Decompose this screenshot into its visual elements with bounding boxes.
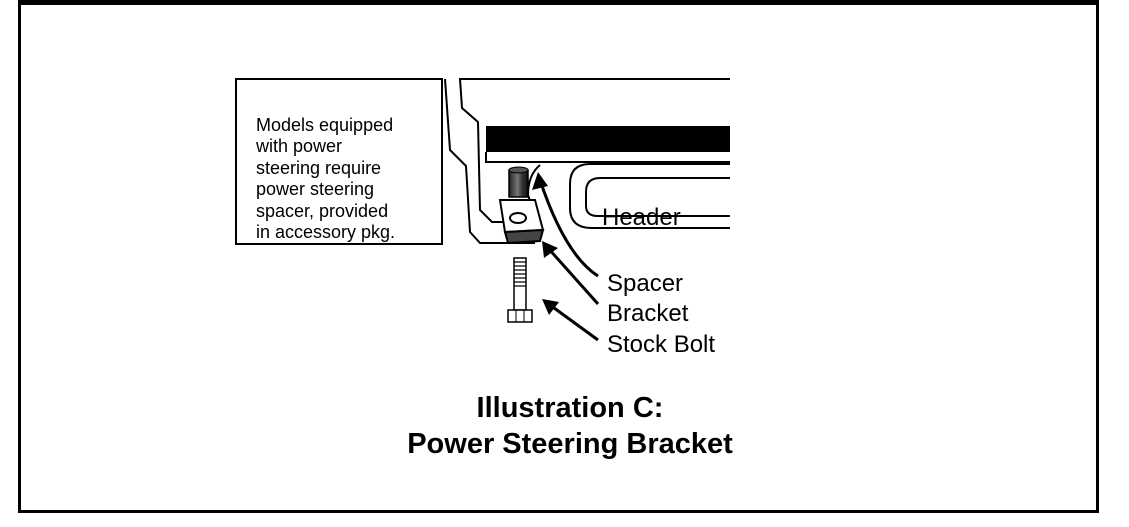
spacer-label: Spacer (607, 270, 684, 297)
caption-line-1: Illustration C: (476, 392, 664, 424)
leader-arrows (538, 179, 600, 342)
stock-bolt (507, 257, 533, 323)
stock-bolt-label: Stock Bolt (607, 331, 716, 358)
bracket-arrow (546, 247, 600, 305)
arrow-heads (532, 172, 559, 315)
channel-lip (485, 152, 730, 163)
header-label: Header (602, 204, 681, 231)
bracket-plate (498, 199, 545, 245)
spacer-arrow (538, 179, 599, 278)
frame-rail (444, 78, 730, 244)
channel-bar (486, 126, 730, 152)
bolt-arrow (549, 303, 599, 342)
note-text: Models equipped with power steering requ… (256, 114, 396, 243)
spacer-cylinder (508, 166, 529, 198)
caption-line-2: Power Steering Bracket (407, 428, 733, 460)
page-frame (18, 0, 1099, 513)
frame-top-border (18, 0, 1099, 5)
note-box: Models equipped with power steering requ… (235, 78, 443, 245)
bracket-label: Bracket (607, 300, 689, 327)
